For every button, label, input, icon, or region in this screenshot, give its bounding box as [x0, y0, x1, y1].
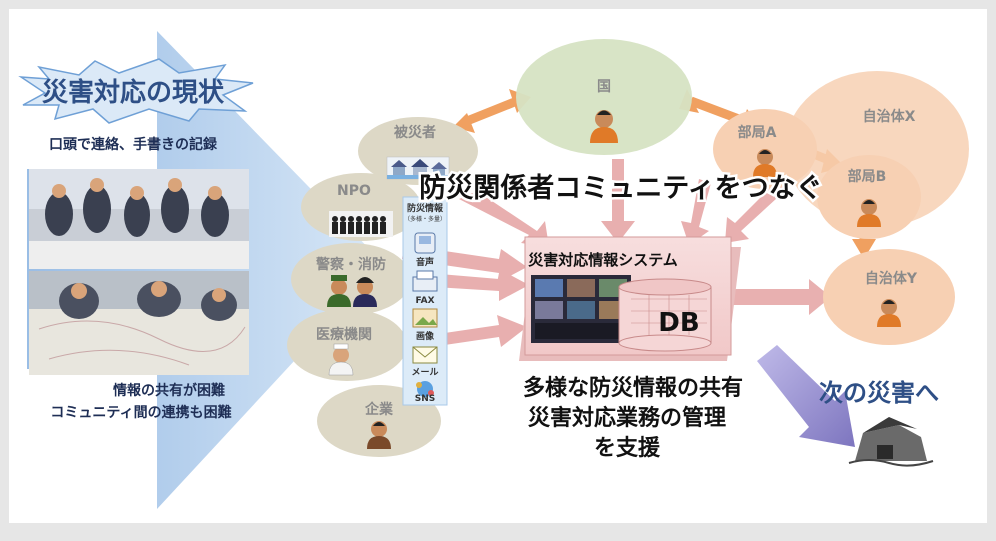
sns-icon	[416, 381, 434, 397]
support-line2: 災害対応業務の管理	[528, 405, 726, 431]
person-icons	[327, 110, 901, 449]
person-icon-municipality-y	[877, 299, 901, 327]
info-item-sns: SNS	[415, 394, 436, 404]
left-panel-caption-1: 情報の共有が困難	[113, 382, 225, 399]
node-dept-b-label: 部局B	[848, 168, 887, 185]
next-disaster-arrow	[757, 345, 855, 447]
next-disaster-label: 次の災害へ	[819, 379, 939, 407]
node-police-fire-label: 警察・消防	[316, 256, 386, 273]
doctor-icon	[328, 343, 354, 376]
support-line1: 多様な防災情報の共有	[523, 375, 743, 401]
node-police-fire	[291, 243, 411, 315]
flood-houses-image	[386, 156, 450, 180]
left-panel-subtitle: 口頭で連絡、手書きの記録	[49, 136, 218, 153]
db-label: DB	[658, 308, 699, 338]
person-icon-dept-b	[857, 199, 881, 227]
node-npo-label: NPO	[337, 183, 371, 199]
info-item-fax: FAX	[415, 296, 434, 306]
current-state-arrow	[27, 31, 384, 509]
support-line3: を支援	[594, 436, 661, 461]
info-panel-title: 防災情報	[407, 202, 444, 214]
mail-icon	[412, 346, 438, 364]
node-dept-a-label: 部局A	[738, 124, 777, 141]
map-work-photo	[29, 271, 249, 375]
node-company-label: 企業	[364, 401, 394, 418]
collapsed-house-icon	[848, 417, 934, 467]
node-victims-label: 被災者	[394, 124, 436, 141]
node-dept-b	[817, 155, 921, 239]
info-item-image: 画像	[416, 330, 435, 342]
node-country	[516, 39, 692, 155]
person-icon-company	[367, 421, 391, 449]
person-icon-dept-a	[753, 149, 777, 177]
info-panel: 防災情報 （多様・多量） 音声 FAX 画像 メール SNS	[402, 196, 448, 406]
node-medical-label: 医療機関	[316, 326, 372, 343]
meeting-photo	[29, 169, 249, 269]
slide-canvas: 国 被災者 NPO 警察・消防 医療機関 企業 部局A 部局B 自治体X 自治体…	[9, 9, 987, 523]
node-municipality-y-label: 自治体Y	[865, 270, 918, 287]
info-item-mail: メール	[411, 367, 438, 378]
title-burst	[18, 58, 254, 124]
node-municipality-y	[823, 249, 955, 345]
monitor-wall-image	[531, 275, 631, 343]
firefighter-icon	[353, 277, 377, 307]
info-item-voice: 音声	[416, 256, 434, 268]
info-system-title: 災害対応情報システム	[528, 251, 678, 269]
node-country-label: 国	[597, 79, 611, 95]
fax-icon	[412, 270, 438, 292]
npo-crowd-image	[329, 211, 393, 237]
info-panel-subtitle: （多様・多量）	[404, 215, 446, 223]
police-icon	[327, 275, 351, 307]
database-icon	[618, 278, 712, 352]
image-icon	[412, 308, 438, 328]
left-panel-caption-2: コミュニティ間の連携も困難	[50, 404, 231, 421]
person-icon-country	[590, 110, 618, 143]
phone-icon	[414, 232, 436, 254]
diagram-svg: 国 被災者 NPO 警察・消防 医療機関 企業 部局A 部局B 自治体X 自治体…	[18, 31, 969, 509]
left-panel-title: 災害対応の現状	[42, 77, 225, 108]
headline: 防災関係者コミュニティをつなぐ	[419, 173, 822, 204]
info-system: 災害対応情報システム DB	[519, 236, 741, 361]
node-municipality-x-label: 自治体X	[863, 108, 916, 125]
